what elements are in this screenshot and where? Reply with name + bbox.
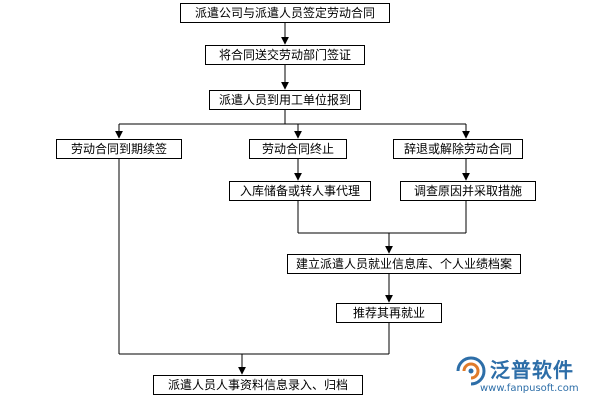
node-labor-dept-visa: 将合同送交劳动部门签证: [205, 45, 365, 65]
node-report-to-employer: 派遣人员到用工单位报到: [209, 90, 361, 110]
node-contract-renewal: 劳动合同到期续签: [56, 139, 182, 159]
watermark-url: www.fanpusoft.com: [480, 383, 579, 394]
node-recommend-reemploy: 推荐其再就业: [336, 303, 442, 323]
watermark-logo: 泛普软件 www.fanpusoft.com: [454, 352, 586, 400]
watermark-name: 泛普软件: [490, 358, 574, 382]
node-sign-contract: 派遣公司与派遣人员签定劳动合同: [180, 3, 390, 23]
node-contract-termination: 劳动合同终止: [249, 139, 347, 159]
node-reserve-or-agency: 入库储备或转人事代理: [229, 181, 371, 201]
node-dismissal: 辞退或解除劳动合同: [393, 139, 523, 159]
node-record-and-archive: 派遣人员人事资料信息录入、归档: [153, 375, 363, 395]
fanpu-logo-icon: [456, 356, 486, 386]
node-build-database: 建立派遣人员就业信息库、个人业绩档案: [287, 254, 521, 274]
node-investigate-cause: 调查原因并采取措施: [400, 181, 536, 201]
